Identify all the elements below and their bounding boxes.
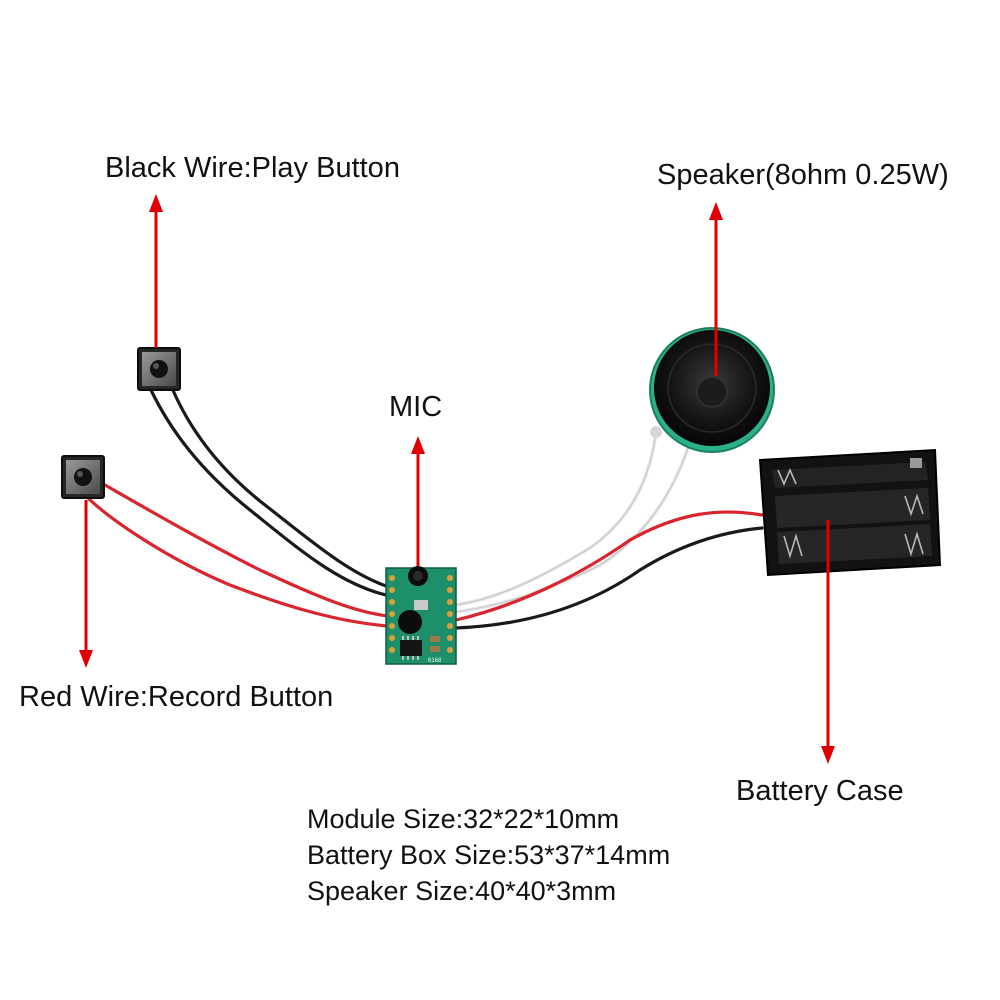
speaker (649, 327, 775, 453)
play-wire-black-1 (148, 386, 392, 598)
speaker-arrow (709, 202, 723, 376)
battery-wire-red (454, 510, 764, 622)
play-button-label: Black Wire:Play Button (105, 152, 400, 184)
play-wire-black-2 (170, 386, 394, 590)
battery-case-arrow (821, 520, 835, 764)
wires (84, 386, 764, 630)
record-button (61, 455, 105, 499)
record-button-arrow (79, 500, 93, 668)
spec-battery-box-size: Battery Box Size:53*37*14mm (307, 840, 671, 870)
play-button (137, 347, 181, 391)
mic-label: MIC (389, 391, 443, 423)
spec-speaker-size: Speaker Size:40*40*3mm (307, 876, 617, 906)
battery-case-label: Battery Case (736, 775, 904, 807)
speaker-label: Speaker(8ohm 0.25W) (657, 159, 949, 191)
microphone (408, 566, 428, 586)
record-wire-red-1 (84, 494, 390, 628)
battery-case (758, 448, 942, 577)
battery-wire-black (454, 526, 764, 630)
mic-arrow (411, 436, 425, 566)
play-button-arrow (149, 194, 163, 348)
arrows (79, 194, 835, 764)
spec-module-size: Module Size:32*22*10mm (307, 804, 620, 834)
record-button-label: Red Wire:Record Button (19, 681, 334, 713)
record-wire-red-2 (103, 483, 390, 618)
pcb-marking: 6168 (428, 658, 442, 664)
